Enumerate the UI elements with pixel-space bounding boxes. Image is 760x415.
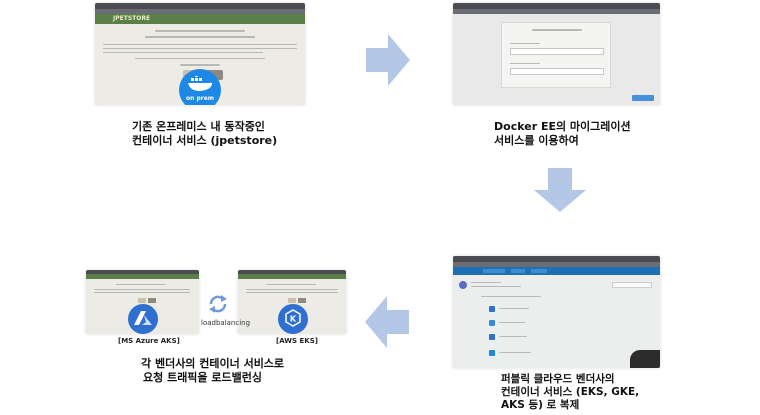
browser-titlebar: [86, 270, 199, 274]
dark-overlay-corner: [630, 350, 660, 368]
cluster-icon: [489, 334, 495, 340]
cluster-icon: [489, 320, 495, 326]
aws-label: [AWS EKS]: [276, 337, 318, 345]
browser-tabstrip: [453, 9, 660, 14]
cluster-icon: [489, 350, 495, 356]
clusters-navbar: [453, 267, 660, 275]
screenshot-on-prem-jpetstore: JPETSTORE on prem: [95, 3, 305, 105]
svg-text:K: K: [290, 315, 297, 324]
target-select[interactable]: [510, 68, 604, 75]
browser-titlebar: [95, 3, 305, 9]
sync-arrows-icon: [209, 295, 227, 313]
docker-on-prem-badge: on prem: [179, 69, 221, 105]
eks-badge: K: [278, 304, 308, 334]
cluster-icon: [489, 306, 495, 312]
step2-caption: Docker EE의 마이그레이션 서비스를 이용하여: [494, 120, 631, 147]
cluster-avatar: [459, 281, 467, 289]
browser-tabstrip: [453, 262, 660, 267]
loadbalancing-label: loadbalancing: [201, 319, 251, 327]
list-item[interactable]: [489, 319, 639, 329]
on-prem-label: on prem: [185, 95, 215, 102]
list-item[interactable]: [489, 349, 639, 359]
browser-titlebar: [238, 270, 346, 274]
azure-label: [MS Azure AKS]: [118, 337, 180, 345]
eks-logo-icon: K: [285, 309, 301, 327]
step1-caption: 기존 온프레미스 내 동작중인 컨테이너 서비스 (jpetstore): [132, 120, 278, 147]
azure-badge: [128, 304, 158, 334]
screenshot-azure-aks: [86, 270, 199, 334]
step4-caption: 각 벤더사의 컨테이너 서비스로 요청 트래픽을 로드밸런싱: [141, 357, 285, 384]
jpetstore-header: JPETSTORE: [95, 14, 305, 24]
browser-titlebar: [453, 3, 660, 9]
cluster-search-field[interactable]: [612, 282, 652, 288]
clusters-page: [453, 267, 660, 368]
screenshot-public-cloud-clusters: [453, 256, 660, 368]
docker-whale-icon: [188, 76, 212, 91]
azure-jpetstore-page: [86, 274, 199, 334]
screenshot-aws-eks: K: [238, 270, 346, 334]
migrate-button[interactable]: [632, 95, 654, 101]
migration-dialog: [501, 22, 611, 88]
list-item[interactable]: [489, 333, 639, 343]
cluster-list: [489, 305, 649, 365]
jpetstore-logo: JPETSTORE: [113, 15, 151, 22]
browser-tabstrip: [95, 9, 305, 14]
arrow-right-top-icon: [366, 34, 410, 86]
azure-logo-icon: [134, 311, 152, 325]
step3-caption: 퍼블릭 클라우드 벤더사의 컨테이너 서비스 (EKS, GKE, AKS 등)…: [501, 373, 640, 411]
arrow-down-icon: [534, 168, 586, 212]
arrow-left-bottom-icon: [365, 296, 409, 348]
migration-page: [453, 14, 660, 105]
screenshot-docker-ee-migration: [453, 3, 660, 105]
list-item[interactable]: [489, 305, 639, 315]
source-select[interactable]: [510, 48, 604, 55]
browser-titlebar: [453, 256, 660, 262]
